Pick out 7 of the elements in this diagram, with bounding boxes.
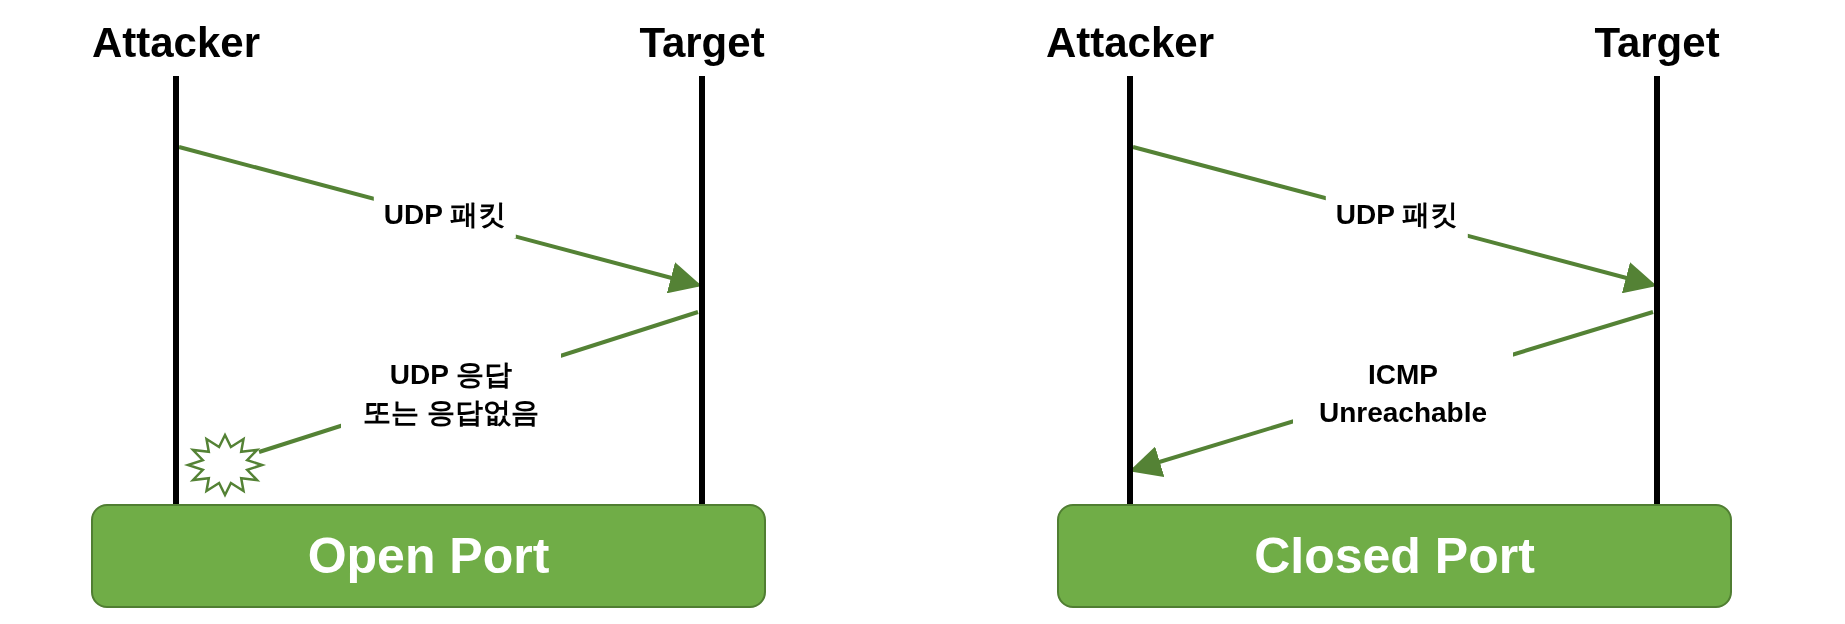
lifeline-heading: Attacker [90,18,262,68]
port-banner: Open Port [91,504,766,608]
port-banner: Closed Port [1057,504,1732,608]
burst-shape [183,432,267,498]
lifeline-heading: Attacker [1044,18,1216,68]
lifeline-heading: Target [1593,18,1721,68]
lifeline-heading: Target [638,18,766,68]
